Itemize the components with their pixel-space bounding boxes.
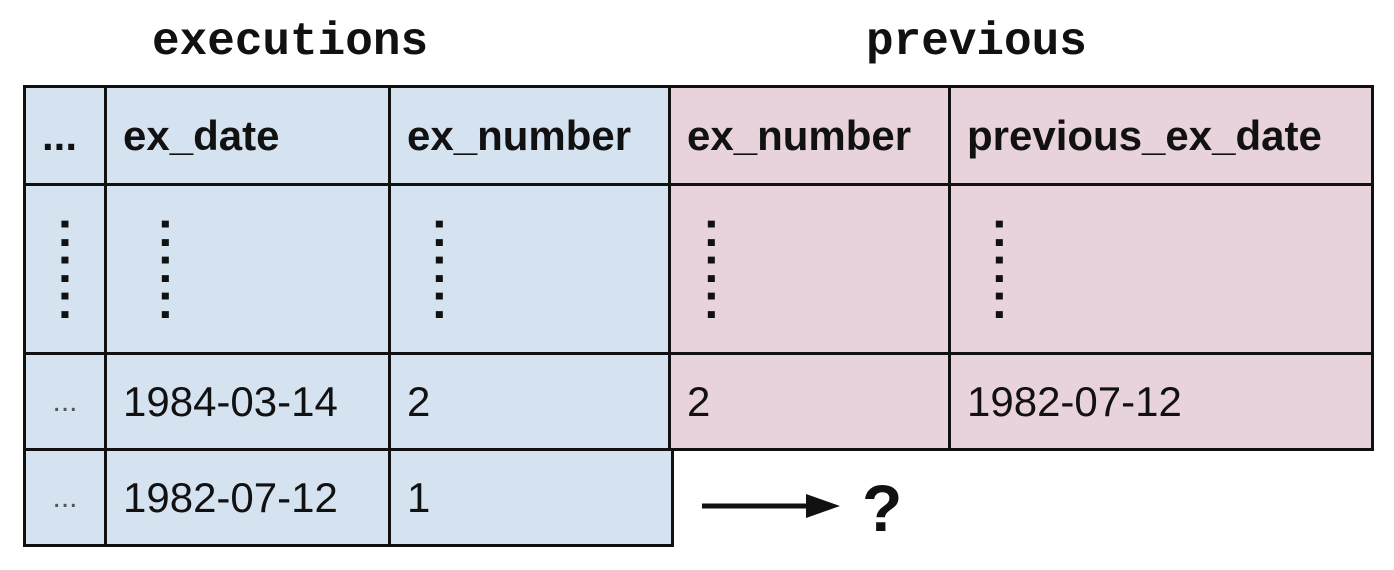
- table-cell: 1982-07-12: [104, 448, 391, 547]
- table-cell: ...: [23, 352, 107, 451]
- table-row-elided: : : : : : : : : :: [23, 183, 674, 355]
- question-mark: ?: [862, 471, 903, 545]
- previous-table-title: previous: [866, 16, 1087, 68]
- vertical-ellipsis: : : :: [703, 200, 720, 329]
- table-cell: : : :: [23, 183, 107, 355]
- table-cell: : : :: [948, 183, 1374, 355]
- vertical-ellipsis: : : :: [991, 200, 1008, 329]
- vertical-ellipsis: : : :: [157, 200, 174, 329]
- table-cell: 2: [388, 352, 674, 451]
- right-arrow-icon: [702, 494, 840, 518]
- table-row: ... 1982-07-12 1: [23, 448, 674, 547]
- column-header-ellipsis: ...: [23, 85, 107, 186]
- vertical-ellipsis: : : :: [431, 200, 448, 329]
- table-row: ... 1984-03-14 2: [23, 352, 674, 451]
- table-row: 2 1982-07-12: [668, 352, 1374, 451]
- table-cell: : : :: [388, 183, 674, 355]
- table-cell: 2: [668, 352, 951, 451]
- table-cell: ...: [23, 448, 107, 547]
- executions-table-title: executions: [152, 16, 429, 68]
- table-row-elided: : : : : : :: [668, 183, 1374, 355]
- previous-table: ex_number previous_ex_date : : : : : : 2…: [668, 85, 1374, 451]
- table-header-row: ... ex_date ex_number: [23, 85, 674, 186]
- column-header-ex-number: ex_number: [668, 85, 951, 186]
- executions-table: ... ex_date ex_number : : : : : : : : : …: [23, 85, 674, 547]
- column-header-previous-ex-date: previous_ex_date: [948, 85, 1374, 186]
- table-cell: : : :: [668, 183, 951, 355]
- vertical-ellipsis: : : :: [56, 200, 74, 329]
- table-cell: 1: [388, 448, 674, 547]
- table-cell: 1984-03-14: [104, 352, 391, 451]
- table-cell: 1982-07-12: [948, 352, 1374, 451]
- table-cell: : : :: [104, 183, 391, 355]
- table-header-row: ex_number previous_ex_date: [668, 85, 1374, 186]
- column-header-ex-date: ex_date: [104, 85, 391, 186]
- column-header-ex-number: ex_number: [388, 85, 674, 186]
